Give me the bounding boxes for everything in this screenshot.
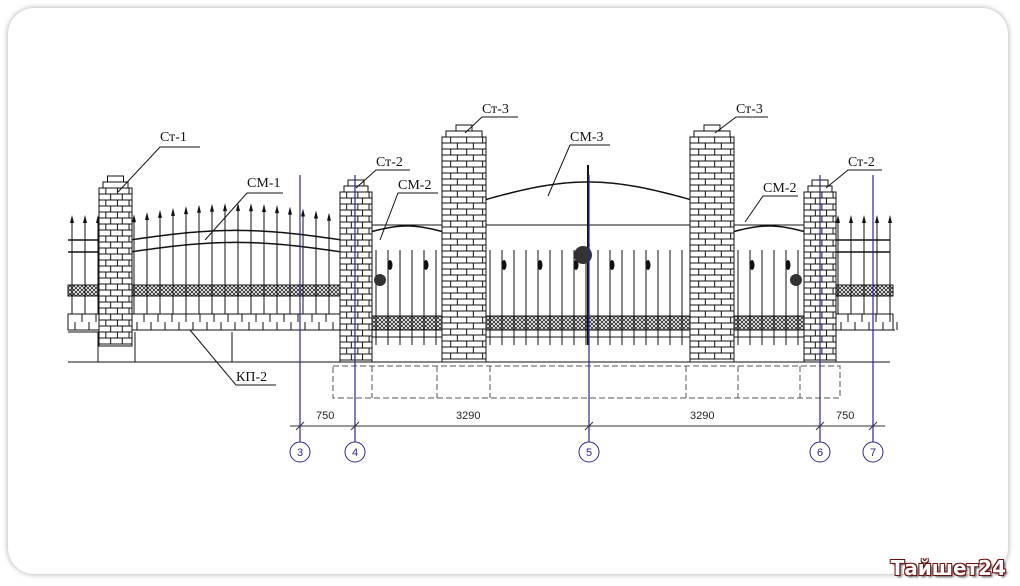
wicket-left-lattice: [369, 315, 445, 331]
dimension-tick: [868, 421, 878, 431]
axis-number: 6: [817, 447, 823, 459]
gate-ornament: [785, 260, 791, 270]
wicket-right-lattice: [731, 315, 807, 331]
grid-axis-bubble: [289, 441, 311, 463]
rosette-ornament: [374, 274, 386, 286]
grid-axis-bubble: [578, 441, 600, 463]
rosette-ornament: [790, 274, 802, 286]
wicket-right-arch: [731, 225, 805, 233]
pillar-st1-cap: [107, 175, 124, 183]
callout-leader: [204, 192, 283, 241]
dimension-text: 3290: [456, 410, 480, 422]
pillar-st3-right-cap: [693, 130, 731, 138]
picket-spear-tip: [210, 203, 214, 212]
pillar-st3-right: [689, 136, 735, 363]
panel-rail: [129, 229, 343, 241]
picket-spear-tip: [288, 206, 292, 215]
picket-spear-tip: [327, 212, 331, 221]
picket-spear-tip: [249, 203, 253, 212]
pillar-st3-left: [441, 136, 487, 363]
axis-number: 3: [297, 447, 303, 459]
picket-spear-tip: [171, 207, 175, 216]
pillar-st3-left-cap: [445, 130, 483, 138]
callout-leader: [379, 192, 438, 241]
callout-leader: [189, 329, 276, 386]
grid-axis-bubble: [862, 441, 884, 463]
callout-leader: [825, 169, 882, 189]
label-kp2: КП-2: [236, 370, 267, 385]
dimension-text: 3290: [690, 410, 714, 422]
picket-spear-tip: [197, 204, 201, 213]
fence-geometry: [67, 116, 898, 463]
picket-spear-tip: [875, 215, 879, 223]
picket-spear-tip: [83, 215, 87, 223]
gate-ornament: [537, 260, 543, 270]
callout-leader: [464, 116, 518, 134]
grid-axis-markers: 3 4 5 6 7: [297, 447, 876, 459]
picket-spear-tip: [223, 203, 227, 212]
gate-ornament: [749, 260, 755, 270]
pillar-st2-left-cap: [343, 185, 369, 193]
dimension-tick: [584, 421, 594, 431]
picket-spear-tip: [836, 215, 840, 223]
picket-spear-tip: [888, 215, 892, 223]
grid-axis-bubble: [344, 441, 366, 463]
pillar-st1-cap: [102, 181, 129, 189]
grid-axis-bubble: [809, 441, 831, 463]
dimension-tick: [815, 421, 825, 431]
picket-spear-tip: [262, 204, 266, 213]
picket-spear-tip: [70, 215, 74, 223]
label-st3-left: Ст-3: [482, 102, 509, 117]
label-sm2-right: СМ-2: [763, 181, 796, 196]
picket-spear-tip: [145, 212, 149, 221]
picket-spear-tip: [158, 209, 162, 218]
gate-ornament: [573, 260, 579, 270]
callout-leader: [547, 144, 610, 197]
section-right-end-brick-plinth: [833, 313, 894, 331]
pillar-st2-left: [339, 191, 373, 363]
axis-number: 4: [352, 447, 358, 459]
gate-ornament: [501, 260, 507, 270]
axis-number: 5: [586, 447, 592, 459]
label-sm2-left: СМ-2: [398, 178, 431, 193]
gate-ornament: [609, 260, 615, 270]
wicket-left-arch: [369, 225, 443, 233]
pillar-st3-right-cap: [703, 124, 721, 132]
picket-spear-tip: [862, 215, 866, 223]
callout-leader: [355, 169, 410, 189]
gate-ornament: [645, 260, 651, 270]
picket-spear-tip: [184, 206, 188, 215]
dimension-text: 750: [316, 410, 334, 422]
dimension-text: 750: [836, 410, 854, 422]
callout-leader: [744, 195, 798, 223]
label-st2-right: Ст-2: [848, 155, 875, 170]
label-st2-left: Ст-2: [376, 155, 403, 170]
callout-leader: [117, 146, 200, 193]
label-st3-right: Ст-3: [736, 102, 763, 117]
picket-spear-tip: [314, 210, 318, 219]
label-st1: Ст-1: [160, 130, 187, 145]
picket-spear-tip: [132, 214, 136, 223]
dimension-tick: [295, 421, 305, 431]
dimension-labels: 750 3290 3290 750: [316, 410, 854, 422]
label-sm1: СМ-1: [247, 176, 280, 191]
picket-spear-tip: [236, 203, 240, 212]
picket-spear-tip: [275, 205, 279, 214]
callout-leader: [714, 116, 768, 134]
picket-spear-tip: [849, 215, 853, 223]
panel-rail: [129, 241, 343, 253]
foundation-outline-dashed: [332, 365, 841, 399]
label-sm3: СМ-3: [570, 130, 603, 145]
picket-spear-tip: [301, 208, 305, 217]
watermark-logo: Тайшет24: [890, 556, 1006, 580]
section-sm1-mesh-band: [129, 284, 343, 297]
callout-labels: Ст-1 СМ-1 КП-2 Ст-2 СМ-2 Ст-3 СМ-3 Ст-3 …: [160, 102, 875, 385]
gate-ornament: [423, 260, 429, 270]
dimension-tick: [350, 421, 360, 431]
gate-ornament: [387, 260, 393, 270]
section-sm1-brick-plinth: [129, 313, 343, 331]
rosette-ornament: [574, 246, 592, 264]
axis-number: 7: [870, 447, 876, 459]
